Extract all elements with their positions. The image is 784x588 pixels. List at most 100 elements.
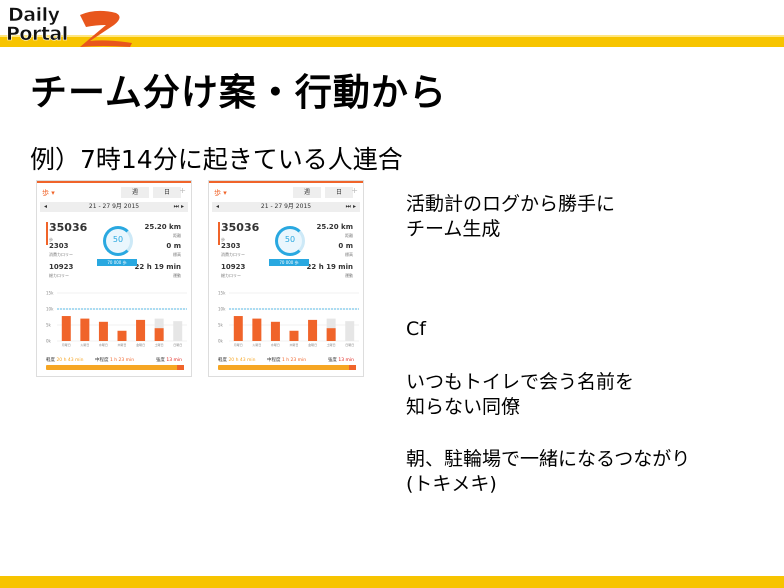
- footer-stripe: [0, 576, 784, 588]
- text-line: いつもトイレで会う名前を: [406, 371, 635, 393]
- next-icon: ⏭ ▸: [345, 203, 356, 210]
- steps-dropdown: 歩 ▾: [214, 189, 227, 197]
- cf-label: Cf: [406, 318, 426, 340]
- date-range: ◂ 21 - 27 9月 2015 ⏭ ▸: [212, 202, 360, 212]
- label: 軽度: [218, 358, 227, 363]
- activity-bar: [46, 365, 184, 370]
- value: 22 h 19 min: [134, 263, 181, 271]
- y-tick-label: 15k: [218, 291, 226, 296]
- goal-badge: 70 000 歩: [97, 259, 137, 266]
- label: 距離: [173, 233, 181, 238]
- day-button: 日: [153, 187, 181, 198]
- x-tick-label: 日曜日: [173, 342, 182, 347]
- accent-line: [209, 181, 363, 183]
- bar: [98, 321, 108, 341]
- value: 10923: [221, 263, 246, 271]
- bar: [80, 318, 90, 341]
- y-tick-label: 15k: [46, 291, 54, 296]
- label: 中程度: [95, 358, 109, 363]
- y-tick-label: 10k: [218, 307, 226, 312]
- accent-line: [37, 181, 191, 183]
- activity-bar-intense: [349, 365, 356, 370]
- x-tick-label: 土曜日: [327, 342, 336, 347]
- x-tick-label: 土曜日: [155, 342, 164, 347]
- value: 2303: [49, 242, 69, 250]
- steps-label: 歩: [221, 237, 225, 242]
- text-block-2: いつもトイレで会う名前を 知らない同僚: [406, 370, 634, 420]
- y-tick-label: 5k: [46, 323, 52, 328]
- y-tick-label: 0k: [46, 339, 52, 344]
- label: 総カロリー: [49, 273, 69, 278]
- text-line: (トキメキ): [406, 473, 497, 495]
- x-tick-label: 金曜日: [136, 342, 145, 347]
- bar: [117, 330, 127, 341]
- intense-activity: 強度 13 min: [156, 357, 182, 363]
- slide-subtitle: 例）7時14分に起きている人連合: [30, 145, 403, 174]
- date-range: ◂ 21 - 27 9月 2015 ⏭ ▸: [40, 202, 188, 212]
- distance: 25.20 km 距離: [316, 224, 353, 239]
- x-tick-label: 水曜日: [271, 342, 280, 347]
- steps-number: 35036: [49, 221, 88, 234]
- text-block-1: 活動計のログから勝手に チーム生成: [406, 192, 615, 242]
- label: 総カロリー: [221, 273, 241, 278]
- text-block-3: 朝、駐輪場で一緒になるつながり (トキメキ): [406, 447, 690, 497]
- label: 強度: [155, 358, 165, 363]
- label: 中程度: [267, 358, 281, 363]
- light-activity: 軽度 20 h 43 min: [46, 357, 84, 363]
- x-tick-label: 水曜日: [99, 342, 108, 347]
- label: 軽度: [46, 358, 55, 363]
- value: 2303: [221, 242, 241, 250]
- bar: [233, 316, 243, 341]
- text-line: 知らない同僚: [406, 396, 521, 418]
- bar: [270, 321, 280, 341]
- text-line: チーム生成: [406, 218, 501, 240]
- value: 25.20 km: [316, 223, 353, 231]
- steps-value: 35036 歩: [46, 222, 87, 245]
- percent: 50: [284, 235, 296, 244]
- label: 運動: [345, 273, 353, 278]
- value: 13 min: [338, 358, 354, 363]
- value: 13 min: [166, 358, 182, 363]
- progress-ring: 50: [103, 226, 133, 256]
- bar: [61, 316, 71, 341]
- calories-total: 10923 総カロリー: [49, 264, 73, 279]
- label: 標高: [345, 252, 353, 257]
- bar: [289, 330, 299, 341]
- value: 20 h 43 min: [228, 358, 256, 363]
- activity-bar-intense: [177, 365, 184, 370]
- day-button: 日: [325, 187, 353, 198]
- activity-bar: [218, 365, 356, 370]
- calories-burned: 2303 消費カロリー: [221, 243, 245, 258]
- label: 距離: [345, 233, 353, 238]
- bar-background: [173, 321, 183, 341]
- x-tick-label: 日曜日: [345, 342, 354, 347]
- text-line: 朝、駐輪場で一緒になるつながり: [406, 448, 691, 470]
- value: 20 h 43 min: [56, 358, 84, 363]
- steps-number: 35036: [221, 221, 260, 234]
- text-line: 活動計のログから勝手に: [406, 193, 616, 215]
- next-icon: ⏭ ▸: [173, 203, 184, 210]
- value: 1 h 23 min: [281, 358, 307, 363]
- label: 消費カロリー: [221, 252, 245, 257]
- plus-icon: +: [351, 186, 358, 195]
- x-tick-label: 火曜日: [252, 342, 261, 347]
- header-stripe-light: [0, 35, 784, 37]
- value: 0 m: [166, 242, 181, 250]
- y-tick-label: 0k: [218, 339, 224, 344]
- moderate-activity: 中程度 1 h 23 min: [267, 357, 306, 363]
- steps-label: 歩: [49, 237, 53, 242]
- x-tick-label: 金曜日: [308, 342, 317, 347]
- y-tick-label: 10k: [46, 307, 54, 312]
- prev-icon: ◂: [216, 203, 220, 210]
- value: 1 h 23 min: [109, 358, 135, 363]
- prev-icon: ◂: [44, 203, 48, 210]
- value: 10923: [49, 263, 74, 271]
- calories-total: 10923 総カロリー: [221, 264, 245, 279]
- steps-chart: 0k5k10k15k月曜日火曜日水曜日木曜日金曜日土曜日日曜日: [218, 291, 359, 347]
